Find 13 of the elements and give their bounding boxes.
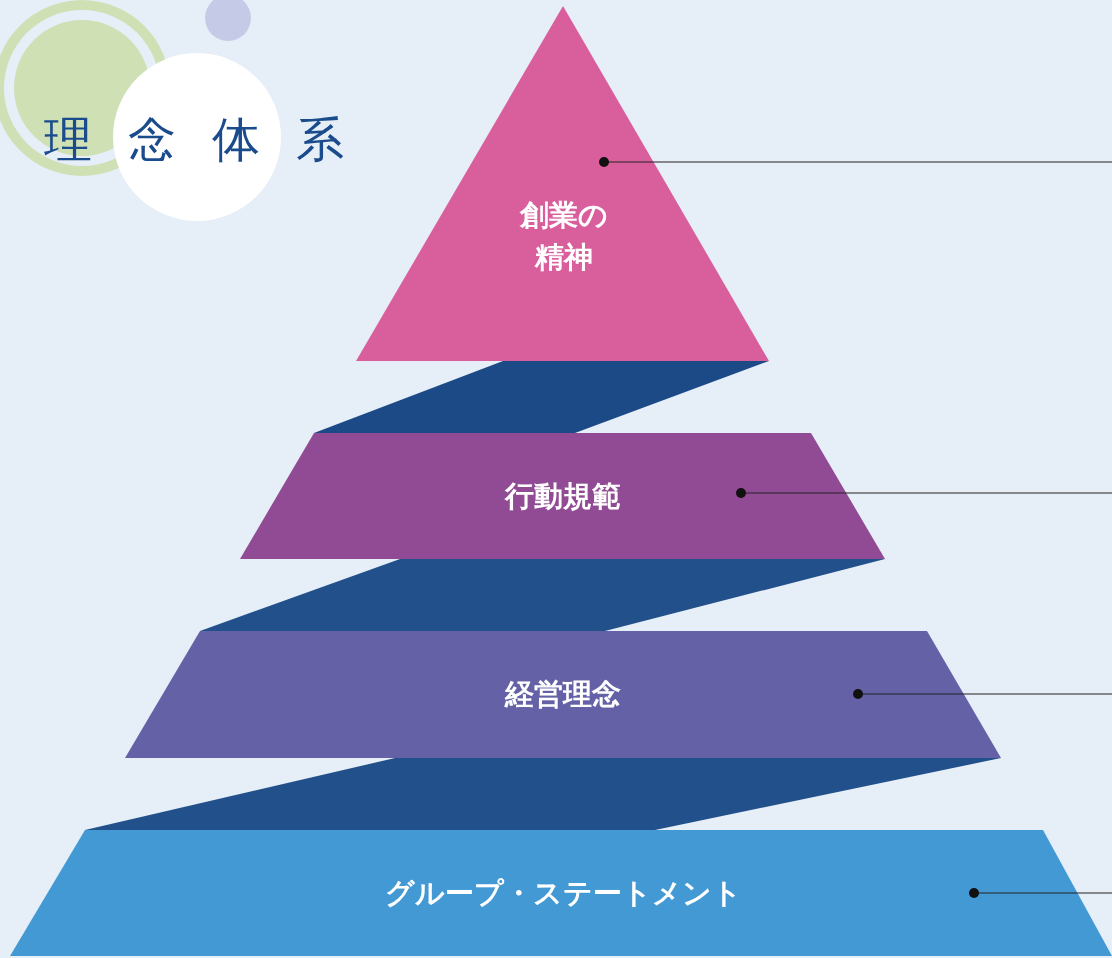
leader-line [969,888,1112,898]
title: 理念体系 [44,110,380,169]
tier-label: グループ・ステートメント [383,875,743,912]
leader-line [599,157,1112,167]
pyramid-top-triangle [356,6,769,361]
tier-label: 経営理念 [503,676,622,713]
tier-label: 行動規範 [503,478,622,515]
pyramid-tier [240,433,885,559]
leader-line [853,689,1112,699]
pyramid-tier [125,631,1001,758]
tier-label: 創業の精神 [518,197,609,277]
pyramid-base-tier [10,830,1112,956]
leader-line [736,488,1112,498]
